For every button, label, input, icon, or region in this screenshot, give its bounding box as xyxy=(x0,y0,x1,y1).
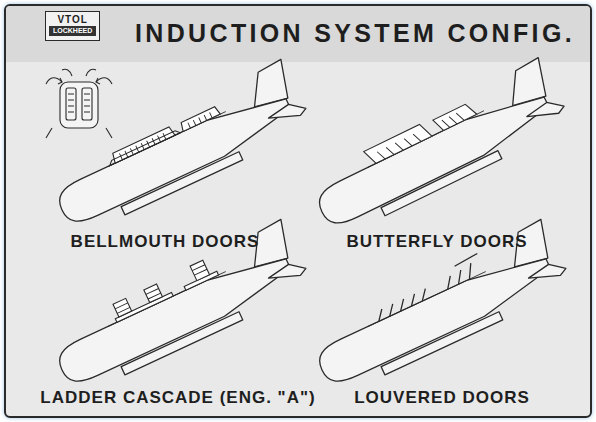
logo-banner: LOCKHEED xyxy=(49,26,96,36)
view-caption: BELLMOUTH DOORS xyxy=(71,232,260,252)
view-caption: BUTTERFLY DOORS xyxy=(346,232,527,252)
view-caption: LOUVERED DOORS xyxy=(354,388,530,408)
logo-box: VTOLLOCKHEED xyxy=(45,11,100,41)
logo-text: VTOL xyxy=(49,14,96,26)
slide-title: INDUCTION SYSTEM CONFIG. xyxy=(135,19,575,48)
view-caption: LADDER CASCADE (ENG. "A") xyxy=(40,388,315,408)
